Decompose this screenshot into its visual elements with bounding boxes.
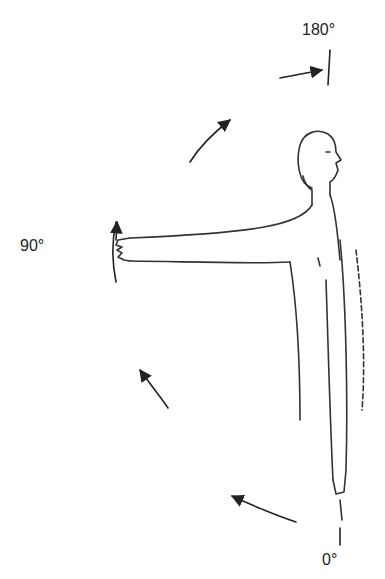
angle-label: 90°: [20, 238, 44, 254]
tick-90-arrow: [116, 222, 117, 240]
angle-markers: [113, 50, 340, 545]
angle-label: 0°: [322, 552, 337, 568]
armpit-line: [318, 258, 320, 266]
tick-90: [113, 222, 116, 282]
arm-upper-edge: [130, 205, 312, 238]
leg-line: [340, 500, 342, 520]
arc-arrow-middle: [140, 370, 168, 408]
person-figure: [116, 131, 364, 520]
neck-back: [303, 176, 312, 205]
body-contour: [356, 250, 364, 410]
angle-label: 180°: [302, 22, 335, 38]
arm-lower-edge: [130, 261, 290, 263]
hanging-arm-front: [333, 240, 347, 494]
eye: [326, 151, 330, 153]
arrow-to-180: [280, 70, 322, 78]
hanging-arm-back: [326, 280, 333, 480]
head-outline: [298, 131, 341, 195]
torso-front: [330, 195, 340, 260]
torso-back: [290, 262, 300, 420]
tick-0: [339, 528, 341, 545]
tick-180: [328, 50, 330, 85]
arc-arrow-lower: [232, 496, 296, 522]
arc-arrow-upper: [190, 120, 230, 162]
hand: [116, 238, 130, 261]
